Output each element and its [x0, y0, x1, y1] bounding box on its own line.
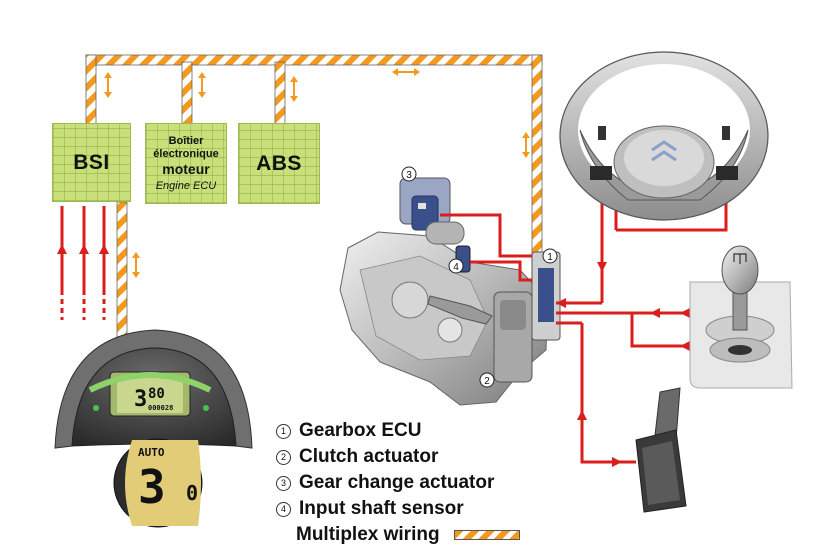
legend-number: 2: [276, 449, 291, 465]
engine-ecu-box: Boîtier électronique moteur Engine ECU: [145, 123, 227, 204]
legend-text: Gearbox ECU: [299, 420, 422, 441]
brake-pedal-illustration: [635, 387, 687, 513]
engine-ecu-line3: moteur: [162, 160, 210, 177]
legend-item-gearbox-ecu: 1 Gearbox ECU: [276, 420, 421, 442]
callout-1-label: 1: [547, 252, 553, 263]
callout-3-label: 3: [406, 170, 412, 181]
legend-number: 1: [276, 423, 291, 439]
legend-text: Input shaft sensor: [299, 498, 464, 519]
bsi-label: BSI: [73, 150, 110, 174]
cluster-gear-readout: 3: [134, 387, 147, 412]
legend-text: Gear change actuator: [299, 472, 495, 493]
signal-arrowheads: [556, 262, 690, 467]
engine-ecu-subtitle: Engine ECU: [155, 179, 217, 192]
legend-number: 4: [276, 501, 291, 517]
legend-number: 3: [276, 475, 291, 491]
legend-text: Multiplex wiring: [296, 524, 440, 545]
engine-ecu-line2: électronique: [153, 147, 219, 160]
bus-direction-arrows: [104, 68, 530, 278]
cluster-odometer-readout: 000028: [148, 404, 173, 412]
callout-1: 1: [542, 248, 558, 264]
bsi-inputs: [57, 206, 109, 320]
zoom-mode-label: AUTO: [138, 446, 165, 459]
zoom-gear-partial: 0: [186, 481, 198, 505]
component-callouts: 3 4 1 2: [401, 166, 558, 388]
abs-ecu-box: ABS: [238, 123, 320, 204]
legend-item-clutch-actuator: 2 Clutch actuator: [276, 446, 438, 468]
callout-2-label: 2: [484, 376, 490, 387]
multiplex-wire-swatch: [453, 530, 520, 540]
callout-3: 3: [401, 166, 417, 182]
instrument-cluster: 3 80 000028 AUTO 3 0: [54, 329, 253, 528]
legend-item-multiplex-wiring: Multiplex wiring: [296, 524, 520, 546]
steering-wheel-illustration: [559, 51, 769, 221]
legend-item-gear-change-actuator: 3 Gear change actuator: [276, 472, 494, 494]
legend-text: Clutch actuator: [299, 446, 439, 467]
legend-item-input-shaft-sensor: 4 Input shaft sensor: [276, 498, 464, 520]
gear-selector-illustration: [689, 245, 793, 389]
zoom-gear-readout: 3: [138, 460, 166, 514]
abs-label: ABS: [256, 151, 302, 175]
callout-4: 4: [448, 258, 464, 274]
cluster-speed-readout: 80: [148, 386, 165, 402]
engine-ecu-line1: Boîtier: [168, 134, 204, 147]
callout-4-label: 4: [453, 262, 459, 273]
bsi-ecu-box: BSI: [52, 123, 131, 202]
callout-2: 2: [479, 372, 495, 388]
gearbox-illustration: [339, 177, 561, 406]
